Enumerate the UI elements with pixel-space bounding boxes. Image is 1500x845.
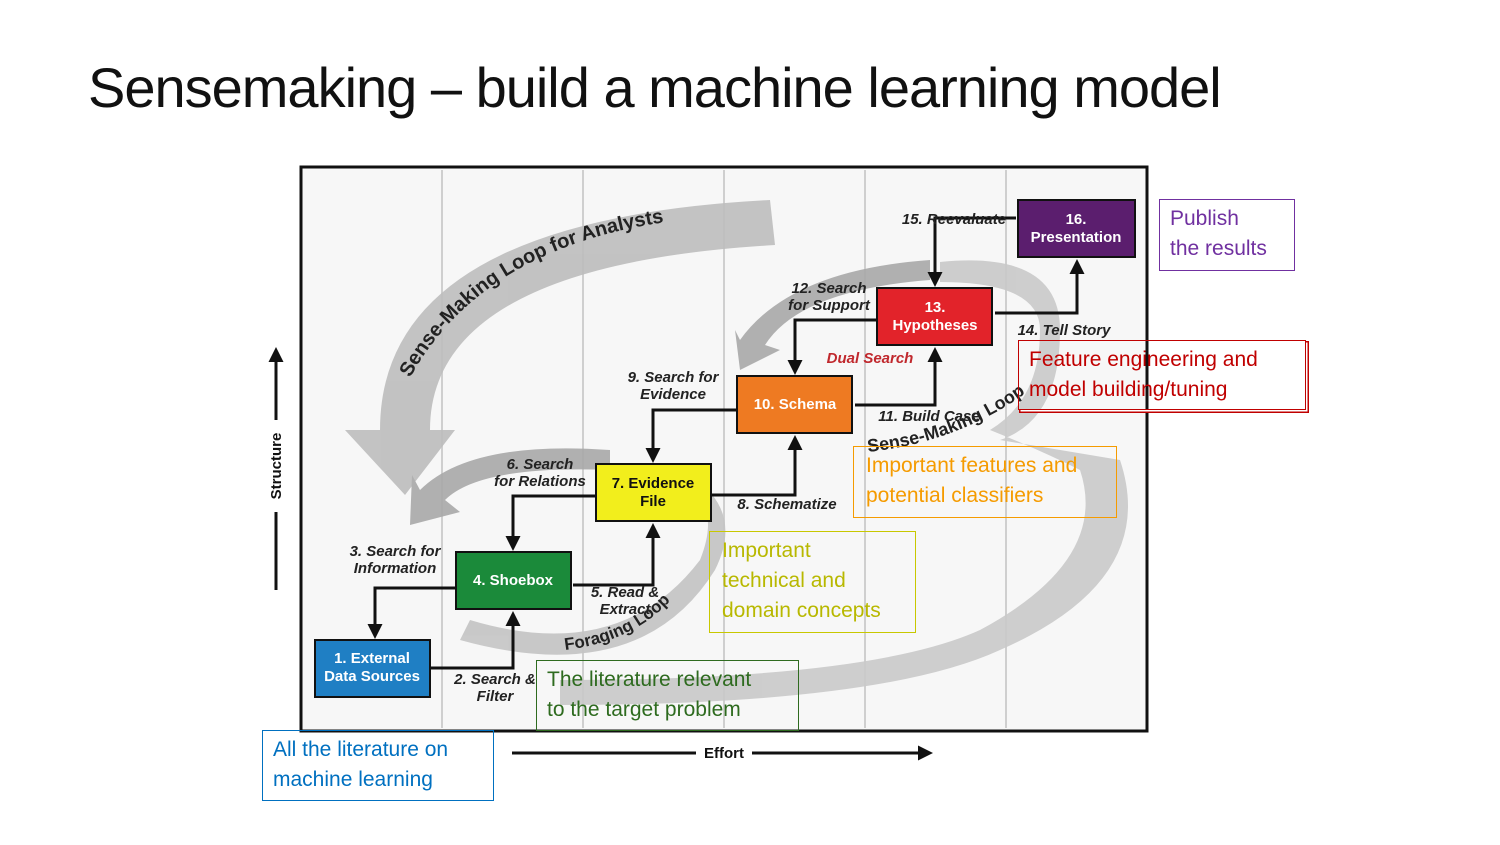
box-presentation-line2: Presentation [1031,229,1122,246]
callout-all-lit-line1: All the literature on [273,738,449,761]
callout-concepts-line2: technical and [722,569,846,592]
slide-title: Sensemaking – build a machine learning m… [88,56,1222,119]
step-6-line2: for Relations [494,473,586,490]
callout-feature-line2: model building/tuning [1029,378,1228,401]
step-3-line1: 3. Search for [350,543,442,560]
box-hypotheses-line2: Hypotheses [892,317,977,334]
callout-relevant-line2: to the target problem [547,698,741,721]
box-schema-label: 10. Schema [754,396,837,413]
callout-all-lit-line2: machine learning [273,768,433,791]
step-5-line1: 5. Read & [591,584,659,601]
step-14: 14. Tell Story [1018,322,1111,339]
axis-structure-label: Structure [268,433,285,500]
callout-important-features-line1: Important features and [866,454,1078,477]
dual-search-label: Dual Search [827,350,914,367]
callout-feature-engineering: Feature engineering and model building/t… [1018,340,1306,410]
box-presentation: 16. Presentation [1017,199,1136,258]
step-5-line2: Extract [600,601,652,618]
step-9-line1: 9. Search for [628,369,720,386]
callout-important-features: Important features and potential classif… [853,446,1117,518]
step-9-line2: Evidence [640,386,706,403]
loop-arrows [345,200,1128,705]
structure-axis: Structure [264,347,288,590]
step-3-line2: Information [354,560,437,577]
box-external-line1: 1. External [334,650,410,667]
box-external-data-sources: 1. External Data Sources [314,639,431,698]
callout-relevant-literature: The literature relevant to the target pr… [536,660,799,731]
flow-arrows [367,216,1085,670]
box-shoebox-label: 4. Shoebox [473,572,554,589]
callout-domain-concepts: Important technical and domain concepts [709,531,916,633]
box-evidence-line2: File [640,493,666,510]
effort-axis: Effort [512,743,933,763]
box-hypotheses-line1: 13. [925,299,946,316]
box-evidence-file: 7. Evidence File [595,463,712,522]
callout-concepts-line3: domain concepts [722,599,881,622]
step-8: 8. Schematize [737,496,836,513]
step-6-line1: 6. Search [507,456,574,473]
axis-effort-label: Effort [704,745,744,762]
callout-publish: Publish the results [1159,199,1295,271]
callout-feature-line1: Feature engineering and [1029,348,1258,371]
step-2-line1: 2. Search & [453,671,536,688]
step-15: 15. Reevaluate [902,211,1006,228]
callout-all-literature: All the literature on machine learning [262,730,494,801]
step-11: 11. Build Case [878,408,979,425]
step-12-line1: 12. Search [791,280,866,297]
box-external-line2: Data Sources [324,668,420,685]
box-hypotheses: 13. Hypotheses [876,287,993,346]
box-presentation-line1: 16. [1066,211,1087,228]
callout-relevant-line1: The literature relevant [547,668,752,691]
step-12-line2: for Support [788,297,871,314]
callout-publish-line2: the results [1170,237,1267,260]
callout-publish-line1: Publish [1170,207,1239,230]
box-schema: 10. Schema [736,375,853,434]
box-evidence-line1: 7. Evidence [612,475,695,492]
callout-important-features-line2: potential classifiers [866,484,1044,507]
step-2-line2: Filter [477,688,515,705]
box-shoebox: 4. Shoebox [455,551,572,610]
callout-concepts-line1: Important [722,539,811,562]
